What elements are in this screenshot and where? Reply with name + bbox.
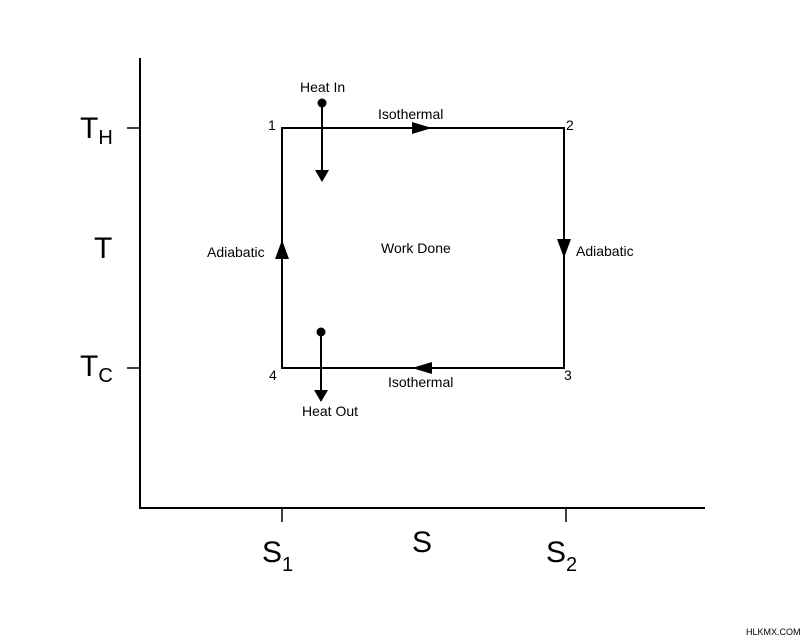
point-3: 3 xyxy=(564,367,572,383)
y-tick-label-tc: TC xyxy=(80,350,113,387)
label-top-isothermal: Isothermal xyxy=(378,106,443,122)
label-right-adiabatic: Adiabatic xyxy=(576,243,634,259)
x-tick-label-s2: S2 xyxy=(546,536,577,576)
arrow-right-down xyxy=(557,239,571,258)
arrow-left-up xyxy=(275,240,289,259)
point-2: 2 xyxy=(566,117,574,133)
label-heat-out: Heat Out xyxy=(302,403,358,419)
x-tick-label-s1: S1 xyxy=(262,536,293,576)
watermark: HLKMX.COM xyxy=(746,627,800,637)
x-axis-label: S xyxy=(412,526,432,559)
point-4: 4 xyxy=(269,367,277,383)
label-left-adiabatic: Adiabatic xyxy=(207,244,265,260)
label-heat-in: Heat In xyxy=(300,79,345,95)
arrow-bottom-left xyxy=(412,362,432,374)
y-axis-label: T xyxy=(94,232,112,265)
point-1: 1 xyxy=(268,117,276,133)
arrow-top-right xyxy=(412,122,432,134)
y-tick-label-th: TH xyxy=(80,112,113,149)
heat-in-arrowhead xyxy=(315,170,329,182)
label-work-done: Work Done xyxy=(381,240,451,256)
label-bottom-isothermal: Isothermal xyxy=(388,374,453,390)
heat-out-arrowhead xyxy=(314,390,328,402)
